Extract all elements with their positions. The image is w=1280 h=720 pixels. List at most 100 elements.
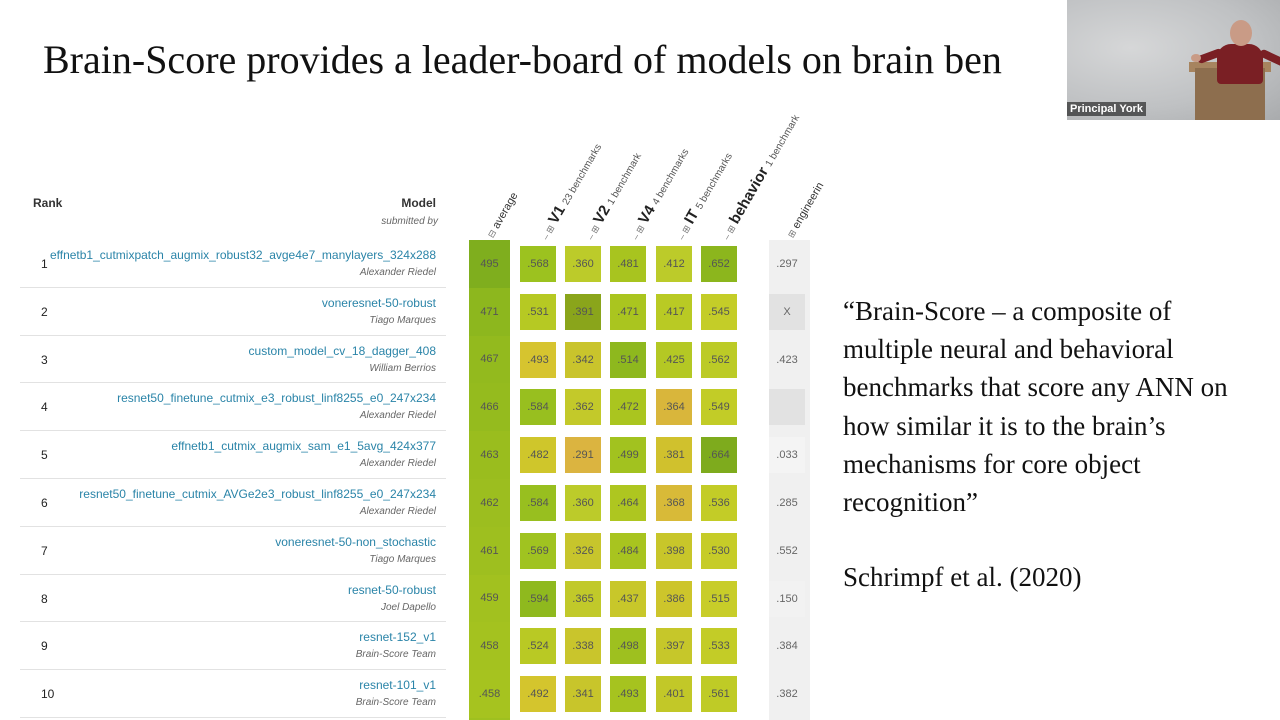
column-label: engineerin bbox=[790, 180, 827, 231]
expand-toggle-icon[interactable]: – ⊞ bbox=[676, 223, 693, 242]
expand-toggle-icon[interactable]: – ⊞ bbox=[540, 223, 557, 242]
score-cell-engineering: .297 bbox=[769, 246, 805, 282]
score-cell-average: 459 bbox=[469, 574, 510, 623]
column-benchmark-count: 1 benchmark bbox=[605, 151, 644, 208]
score-cell-v2: .326 bbox=[565, 532, 601, 569]
score-cell-behavior: .515 bbox=[701, 580, 737, 617]
score-cell-average: 463 bbox=[469, 431, 510, 479]
score-cell-v4: .464 bbox=[610, 485, 646, 521]
submitter-name: Alexander Riedel bbox=[359, 267, 436, 278]
score-cell-v4: .437 bbox=[610, 580, 646, 617]
model-name-link[interactable]: resnet50_finetune_cutmix_AVGe2e3_robust_… bbox=[79, 487, 436, 501]
score-cell-behavior: .533 bbox=[701, 628, 737, 665]
score-cell-engineering: .423 bbox=[769, 341, 805, 378]
rank-cell: 3 bbox=[41, 352, 48, 367]
score-cell-average: .458 bbox=[469, 670, 510, 718]
score-cell-average: 458 bbox=[469, 622, 510, 671]
model-name-link[interactable]: resnet-152_v1 bbox=[359, 630, 436, 645]
rank-cell: 2 bbox=[41, 304, 48, 319]
expand-toggle-icon[interactable]: – ⊞ bbox=[630, 223, 647, 242]
score-cell-v2: .342 bbox=[565, 341, 601, 378]
score-cell-behavior: .536 bbox=[701, 485, 737, 521]
score-cell-v4: .514 bbox=[610, 341, 646, 378]
score-cell-v1: .568 bbox=[520, 246, 556, 282]
score-cell-it: .417 bbox=[656, 293, 692, 330]
score-cell-behavior: .561 bbox=[701, 676, 737, 713]
column-benchmark-count: 23 benchmarks bbox=[560, 142, 605, 208]
expand-toggle-icon[interactable]: – ⊞ bbox=[721, 223, 738, 242]
score-cell-v1: .569 bbox=[520, 532, 556, 569]
score-cell-engineering: .150 bbox=[769, 580, 805, 617]
table-row: 4 resnet50_finetune_cutmix_e3_robust_linf… bbox=[20, 383, 446, 432]
score-cell-engineering: .384 bbox=[769, 628, 805, 665]
model-name-link[interactable]: effnetb1_cutmix_augmix_sam_e1_5avg_424x3… bbox=[171, 439, 436, 454]
model-name-link[interactable]: resnet-50-robust bbox=[347, 582, 436, 597]
rank-cell: 4 bbox=[41, 400, 48, 415]
model-name-link[interactable]: custom_model_cv_18_dagger_408 bbox=[248, 343, 436, 358]
score-cell-v4: .493 bbox=[610, 676, 646, 713]
score-cell-average: 495 bbox=[469, 240, 510, 288]
score-cell-engineering: .382 bbox=[769, 676, 805, 713]
submitter-name: Alexander Riedel bbox=[359, 506, 436, 517]
score-cell-v1: .531 bbox=[520, 293, 556, 330]
score-cell-it: .368 bbox=[656, 485, 692, 521]
speaker-figure bbox=[1217, 44, 1263, 84]
model-name-link[interactable]: effnetb1_cutmixpatch_augmix_robust32_avg… bbox=[49, 248, 436, 262]
expand-toggle-icon[interactable]: ⊞ bbox=[785, 227, 799, 240]
column-label: average bbox=[490, 190, 521, 231]
rank-cell: 9 bbox=[41, 639, 48, 654]
score-cell-v4: .498 bbox=[610, 628, 646, 665]
score-cell-average: 466 bbox=[469, 383, 510, 432]
citation-text: Schrimpf et al. (2020) bbox=[843, 562, 1082, 592]
column-benchmark-count: 5 benchmarks bbox=[694, 151, 735, 212]
model-header: Model bbox=[401, 196, 436, 210]
model-name-link[interactable]: resnet-101_v1 bbox=[359, 678, 436, 693]
participant-name-label: Principal York bbox=[1067, 102, 1146, 116]
speaker-hand bbox=[1191, 54, 1201, 62]
column-header-engineering[interactable]: ⊞engineerin bbox=[785, 180, 826, 240]
score-cell-average: 467 bbox=[469, 335, 510, 384]
column-header-average[interactable]: ⊟average bbox=[485, 190, 521, 240]
score-cell-v1: .492 bbox=[520, 676, 556, 713]
score-cell-engineering: .552 bbox=[769, 532, 805, 569]
rank-cell: 1 bbox=[41, 257, 48, 271]
score-cell-engineering: .033 bbox=[769, 437, 805, 474]
score-cell-behavior: .549 bbox=[701, 389, 737, 426]
score-cell-behavior: .545 bbox=[701, 293, 737, 330]
score-cell-v4: .481 bbox=[610, 246, 646, 282]
score-cell-v1: .584 bbox=[520, 389, 556, 426]
score-cell-v1: .594 bbox=[520, 580, 556, 617]
column-benchmark-count: 4 benchmarks bbox=[650, 147, 692, 208]
submitter-name: Tiago Marques bbox=[369, 553, 436, 565]
score-cell-behavior: .652 bbox=[701, 246, 737, 282]
score-cell-it: .381 bbox=[656, 437, 692, 474]
score-cell-v2: .338 bbox=[565, 628, 601, 665]
score-cell-engineering: .285 bbox=[769, 485, 805, 521]
score-cell-v1: .524 bbox=[520, 628, 556, 665]
score-cell-it: .401 bbox=[656, 676, 692, 713]
rank-cell: 6 bbox=[41, 496, 48, 510]
expand-toggle-icon[interactable]: – ⊞ bbox=[585, 223, 602, 242]
model-name-link[interactable]: voneresnet-50-non_stochastic bbox=[275, 534, 436, 549]
score-cell-engineering: X bbox=[769, 293, 805, 330]
quote-text: “Brain-Score – a composite of multiple n… bbox=[843, 296, 1228, 518]
score-cell-v4: .484 bbox=[610, 532, 646, 569]
score-cell-v2: .362 bbox=[565, 389, 601, 426]
rank-cell: 10 bbox=[41, 687, 55, 702]
submitter-name: Brain-Score Team bbox=[355, 697, 436, 709]
model-name-link[interactable]: voneresnet-50-robust bbox=[321, 295, 436, 310]
expand-toggle-icon[interactable]: ⊟ bbox=[485, 227, 499, 240]
score-cell-v2: .291 bbox=[565, 437, 601, 474]
score-cell-average: 461 bbox=[469, 526, 510, 575]
model-name-link[interactable]: resnet50_finetune_cutmix_e3_robust_linf8… bbox=[117, 391, 436, 406]
score-cell-average: 471 bbox=[469, 287, 510, 336]
table-row: 6 resnet50_finetune_cutmix_AVGe2e3_robust… bbox=[20, 479, 446, 527]
slide-title: Brain-Score provides a leader-board of m… bbox=[43, 37, 1002, 82]
score-cell-v2: .391 bbox=[565, 293, 601, 330]
score-cell-it: .386 bbox=[656, 580, 692, 617]
webcam-video-feed: Principal York bbox=[1067, 0, 1280, 120]
score-cell-behavior: .530 bbox=[701, 532, 737, 569]
